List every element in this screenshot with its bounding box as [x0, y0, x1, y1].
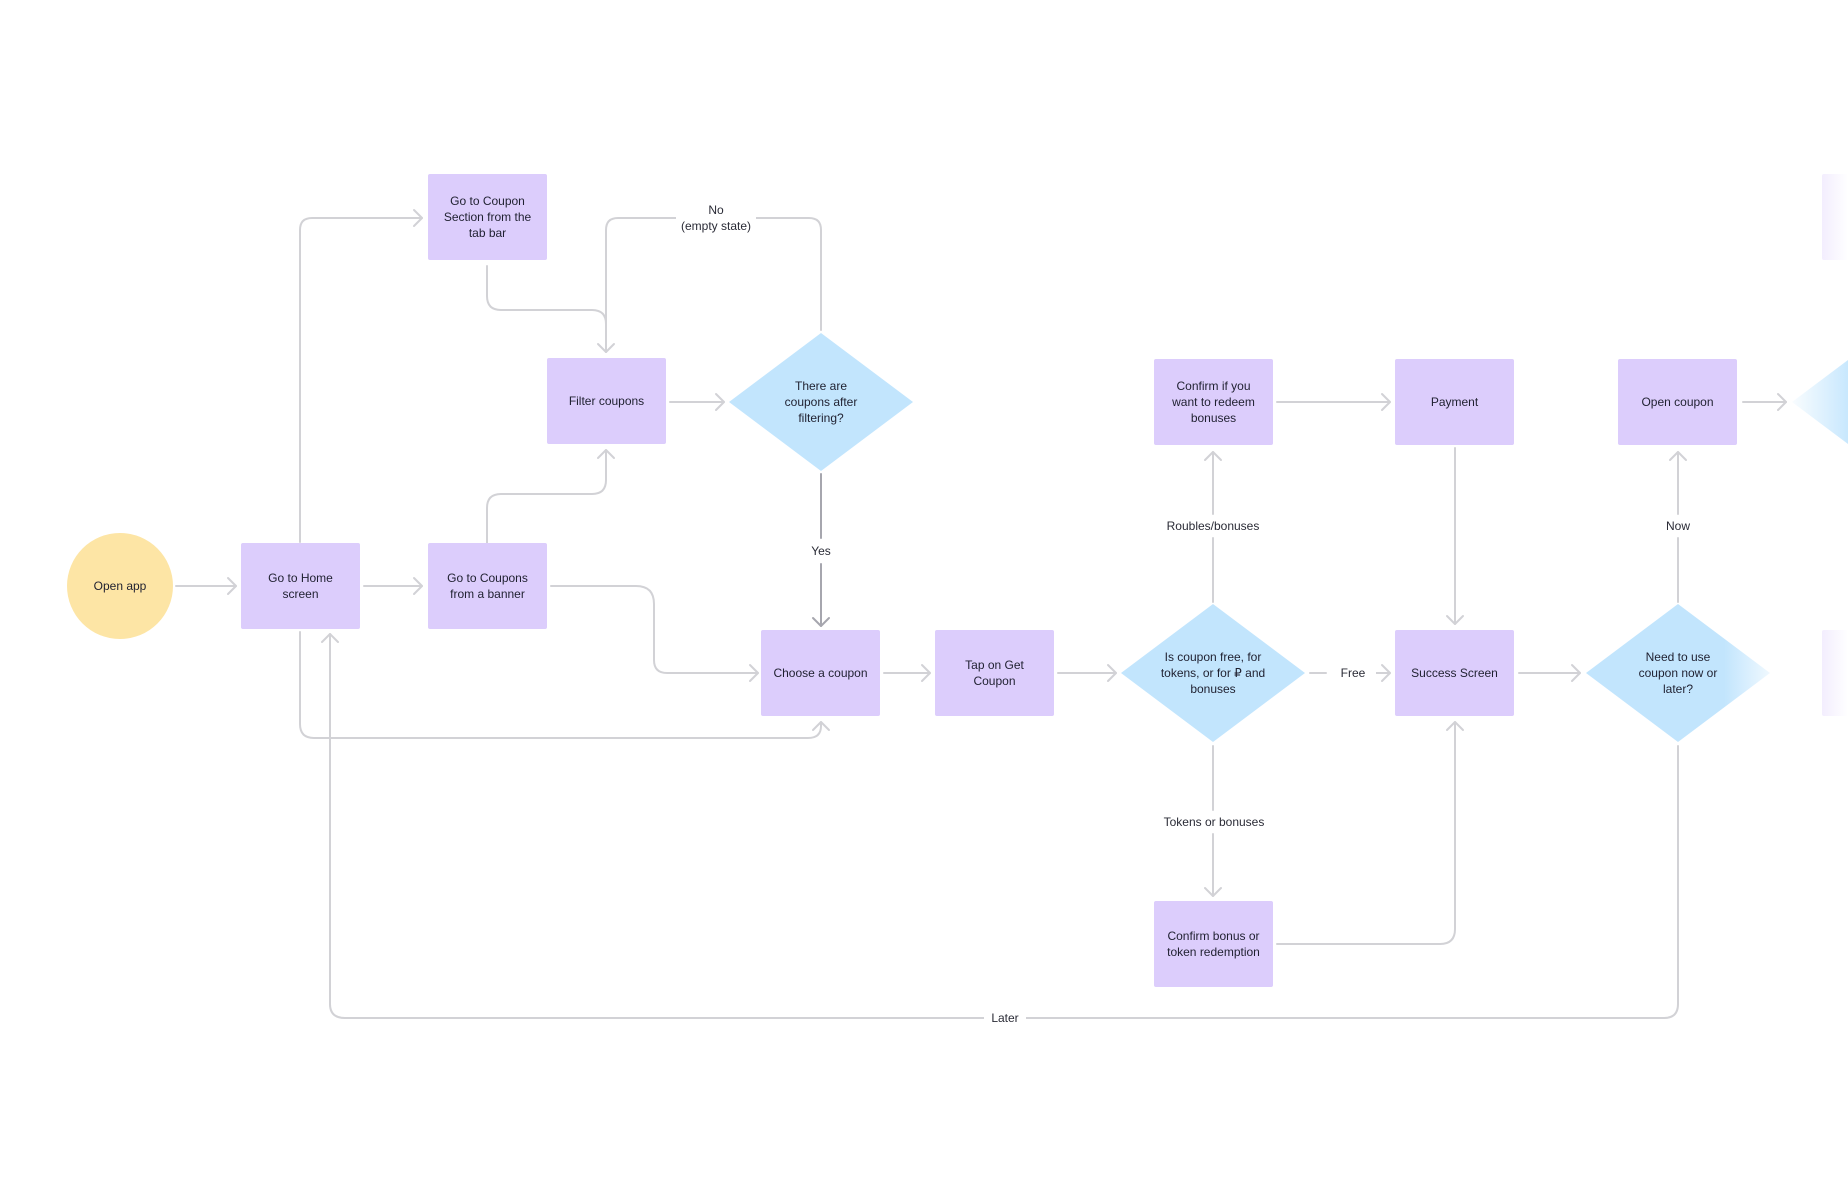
- edge-home-couponsection: [299, 209, 423, 543]
- coupons-after-filter-decision[interactable]: There are coupons after filtering?: [771, 372, 871, 432]
- edge-tap-isfree: [1057, 664, 1117, 682]
- decision-shape-filtering: [729, 333, 913, 471]
- success-screen-node[interactable]: Success Screen: [1395, 630, 1514, 716]
- edge-label-tokens-bonuses: Tokens or bonuses: [1160, 814, 1268, 830]
- filter-coupons-label: Filter coupons: [568, 394, 645, 408]
- edge-choose-tap: [883, 664, 931, 682]
- edge-label-yes: Yes: [803, 543, 839, 559]
- edge-couponsection-filter: [486, 265, 607, 353]
- tap-get-coupon-label: Tap on Get Coupon: [965, 658, 1024, 688]
- edge-roubles: [1204, 451, 1222, 603]
- choose-coupon-label: Choose a coupon: [773, 666, 868, 680]
- edge-banner-filter: [486, 449, 615, 544]
- edge-no-empty-state: [597, 217, 822, 353]
- edge-success-need: [1518, 664, 1581, 682]
- edge-payment-success: [1446, 447, 1464, 625]
- ghost-node-top: [1822, 174, 1848, 260]
- edge-home-choose-bottom: [299, 631, 830, 739]
- need-now-later-decision[interactable]: Need to use coupon now or later?: [1628, 643, 1728, 703]
- open-coupon-node[interactable]: Open coupon: [1618, 359, 1737, 445]
- edge-confirmbonus-success: [1276, 721, 1464, 945]
- edge-later: [321, 633, 1679, 1019]
- ghost-decision: [1792, 360, 1848, 444]
- need-now-later-label: Need to use coupon now or later?: [1638, 650, 1718, 696]
- coupons-banner-label: Go to Coupons from a banner: [447, 571, 528, 601]
- open-app-label: Open app: [93, 579, 147, 593]
- coupon-section-node[interactable]: Go to Coupon Section from the tab bar: [428, 174, 547, 260]
- is-coupon-free-decision[interactable]: Is coupon free, for tokens, or for ₽ and…: [1158, 643, 1268, 703]
- tap-get-coupon-node[interactable]: Tap on Get Coupon: [935, 630, 1054, 716]
- edge-filter-decision: [669, 393, 725, 411]
- edge-tokens: [1204, 745, 1222, 897]
- edge-label-free: Free: [1330, 665, 1376, 681]
- home-screen-label: Go to Home screen: [268, 571, 333, 601]
- edge-label-roubles-bonuses: Roubles/bonuses: [1163, 518, 1263, 534]
- coupon-section-label: Go to Coupon Section from the tab bar: [443, 194, 532, 240]
- coupons-banner-node[interactable]: Go to Coupons from a banner: [428, 543, 547, 629]
- edge-now: [1669, 451, 1687, 603]
- confirm-bonus-label: Confirm bonus or token redemption: [1167, 929, 1260, 959]
- edge-home-banner: [363, 577, 423, 595]
- payment-label: Payment: [1430, 395, 1479, 409]
- open-app-node[interactable]: Open app: [67, 533, 173, 639]
- edge-banner-choose: [550, 585, 759, 682]
- home-screen-node[interactable]: Go to Home screen: [241, 543, 360, 629]
- filter-coupons-node[interactable]: Filter coupons: [547, 358, 666, 444]
- coupons-after-filter-label: There are coupons after filtering?: [784, 379, 858, 425]
- edge-confirm-payment: [1276, 393, 1391, 411]
- choose-coupon-node[interactable]: Choose a coupon: [761, 630, 880, 716]
- edge-yes: [812, 473, 830, 627]
- payment-node[interactable]: Payment: [1395, 359, 1514, 445]
- edge-opencoupon-next: [1742, 393, 1787, 411]
- edge-openapp-home: [175, 577, 237, 595]
- confirm-bonus-node[interactable]: Confirm bonus or token redemption: [1154, 901, 1273, 987]
- decision-shape-isfree: [1121, 604, 1305, 742]
- decision-shape-nowlater: [1586, 604, 1770, 742]
- edge-label-later: Later: [984, 1010, 1026, 1026]
- confirm-redeem-node[interactable]: Confirm if you want to redeem bonuses: [1154, 359, 1273, 445]
- confirm-redeem-label: Confirm if you want to redeem bonuses: [1172, 379, 1255, 425]
- edge-free: [1309, 664, 1391, 682]
- edge-label-now: Now: [1660, 518, 1696, 534]
- ghost-node-bottom: [1822, 630, 1848, 716]
- is-coupon-free-label: Is coupon free, for tokens, or for ₽ and…: [1160, 650, 1266, 696]
- success-screen-label: Success Screen: [1411, 666, 1498, 680]
- open-coupon-label: Open coupon: [1641, 395, 1714, 409]
- edge-label-no-empty-state: No (empty state): [676, 202, 756, 234]
